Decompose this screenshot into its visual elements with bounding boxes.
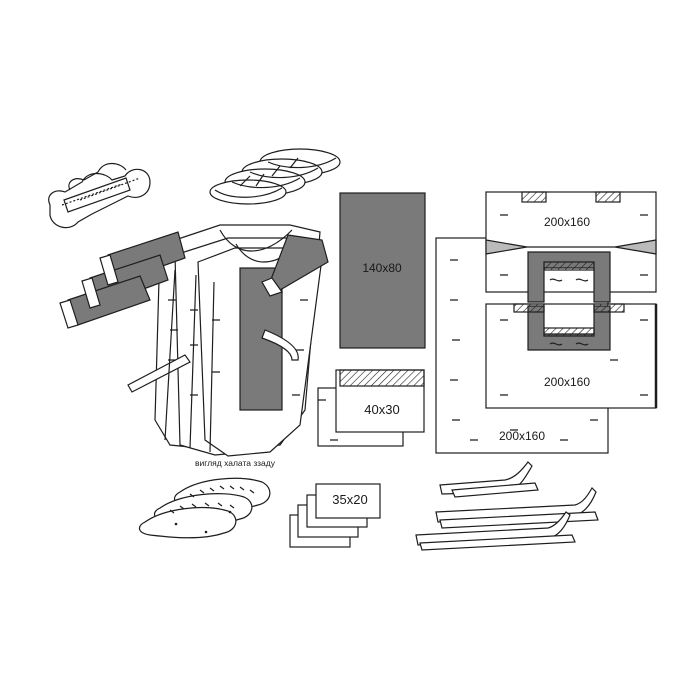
drape-bottom-label: 200x160 <box>499 429 545 443</box>
drape-35x20-label: 35x20 <box>332 492 367 507</box>
drape-large-mid: 200x160 <box>485 303 658 409</box>
drapes-35x20: 35x20 <box>289 483 381 548</box>
cover-140x80: 140x80 <box>339 192 426 349</box>
gown-back-caption: вигляд халата ззаду <box>195 458 276 468</box>
bouffant-caps <box>209 148 341 205</box>
drape-40x30-label: 40x30 <box>364 402 399 417</box>
fenestration-frames <box>513 251 625 351</box>
surgical-gowns <box>59 224 329 457</box>
drape-large-top: 200x160 <box>485 191 657 293</box>
leg-covers <box>139 477 271 539</box>
shoe-covers-top <box>48 162 151 229</box>
adhesive-tapes <box>415 461 599 551</box>
drape-40x30: 40x30 <box>317 369 425 447</box>
cover-140x80-label: 140x80 <box>362 261 402 275</box>
drape-top-label: 200x160 <box>544 215 590 229</box>
drape-mid-label: 200x160 <box>544 375 590 389</box>
